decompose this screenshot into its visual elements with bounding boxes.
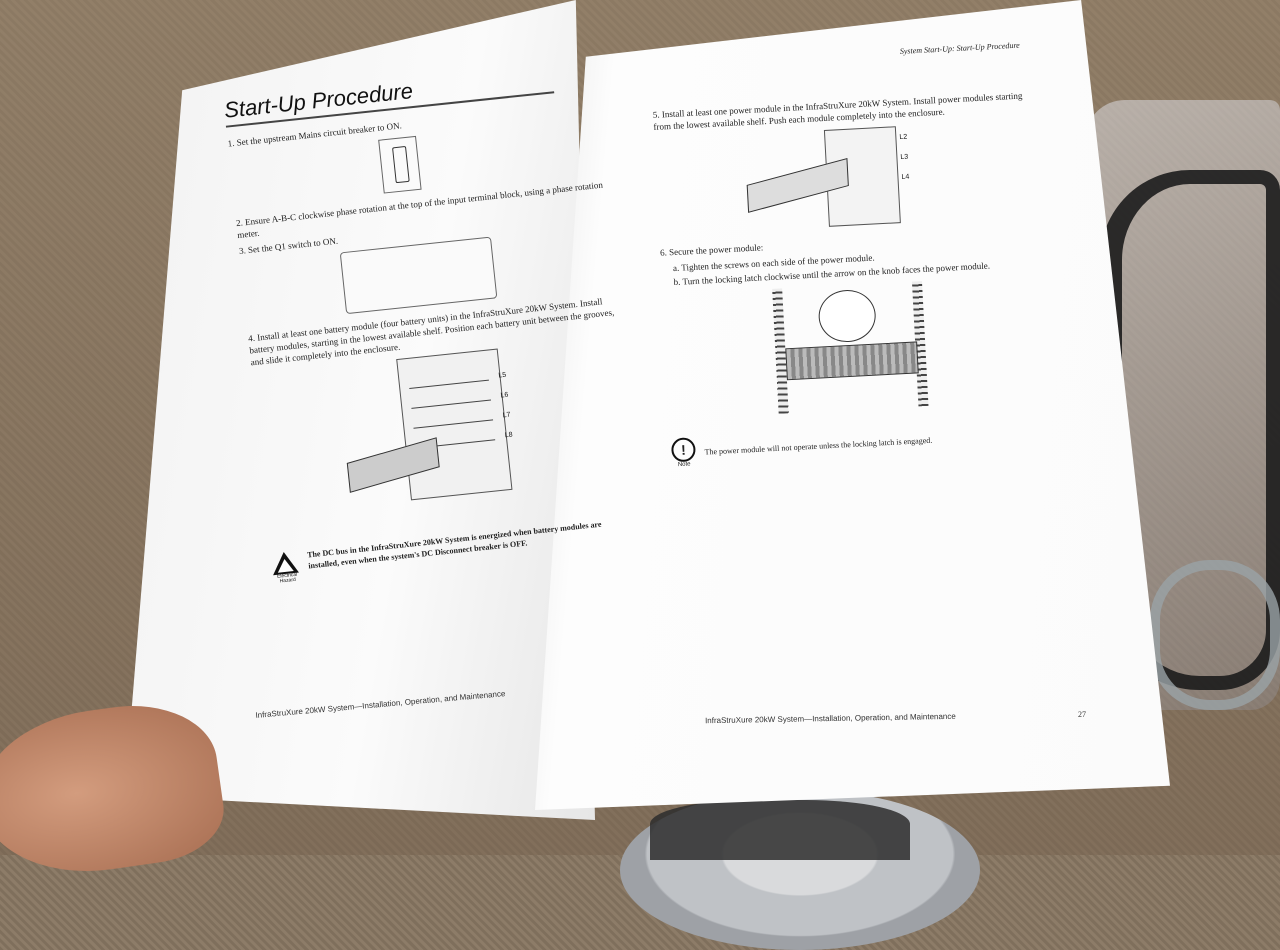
photo-scene: Start-Up Procedure 1. Set the upstream M… bbox=[0, 0, 1280, 855]
cd-label bbox=[650, 800, 910, 860]
substep-letter: a. bbox=[672, 262, 680, 274]
note-box: ! Note The power module will not operate… bbox=[670, 419, 1051, 469]
step-number: 5. bbox=[652, 109, 660, 120]
locking-latch-figure bbox=[772, 281, 929, 419]
substep-letter: b. bbox=[673, 276, 681, 288]
power-module-figure: L2 L3 L4 bbox=[744, 125, 919, 234]
shelf-label: L2 bbox=[899, 133, 908, 142]
step-number: 4. bbox=[247, 332, 256, 344]
shelf-label: L8 bbox=[504, 431, 513, 440]
power-module-front bbox=[785, 341, 919, 381]
left-page-content: Start-Up Procedure 1. Set the upstream M… bbox=[220, 31, 659, 746]
step-number: 6. bbox=[659, 247, 668, 258]
shelf-label: L6 bbox=[500, 391, 509, 400]
shelf-label: L7 bbox=[502, 411, 511, 420]
hazard-icon: Electrical Hazard bbox=[270, 550, 301, 585]
right-page-number: 27 bbox=[1078, 710, 1086, 719]
electrical-hazard-warning: Electrical Hazard The DC bus in the Infr… bbox=[270, 515, 641, 585]
shelf-label: L3 bbox=[900, 153, 909, 162]
warning-text: The DC bus in the InfraStruXure 20kW Sys… bbox=[306, 519, 602, 571]
q1-switch-figure bbox=[339, 236, 498, 315]
step-text: Set the upstream Mains circuit breaker t… bbox=[236, 120, 403, 148]
step-5: 5. Install at least one power module in … bbox=[653, 89, 1034, 133]
step-text: Secure the power module: bbox=[668, 242, 764, 258]
battery-install-figure: L5 L6 L7 L8 bbox=[337, 348, 522, 515]
grey-cable bbox=[1150, 560, 1280, 710]
right-page-content: System Start-Up: Start-Up Procedure 5. I… bbox=[650, 40, 1065, 739]
step-number: 2. bbox=[235, 217, 244, 229]
step-number: 1. bbox=[227, 137, 235, 149]
shelf-label: L4 bbox=[901, 173, 910, 181]
step-number: 3. bbox=[238, 245, 247, 256]
note-text: The power module will not operate unless… bbox=[704, 435, 933, 457]
shelf-label: L5 bbox=[498, 371, 507, 380]
step-text: Install at least one power module in the… bbox=[653, 90, 1023, 132]
latch-zoom-callout bbox=[817, 288, 877, 344]
breaker-switch-figure bbox=[378, 135, 422, 194]
hazard-caption: Electrical Hazard bbox=[276, 571, 298, 585]
manual-left-page bbox=[124, 0, 595, 820]
note-icon: ! Note bbox=[670, 437, 698, 468]
note-caption: Note bbox=[677, 461, 691, 469]
